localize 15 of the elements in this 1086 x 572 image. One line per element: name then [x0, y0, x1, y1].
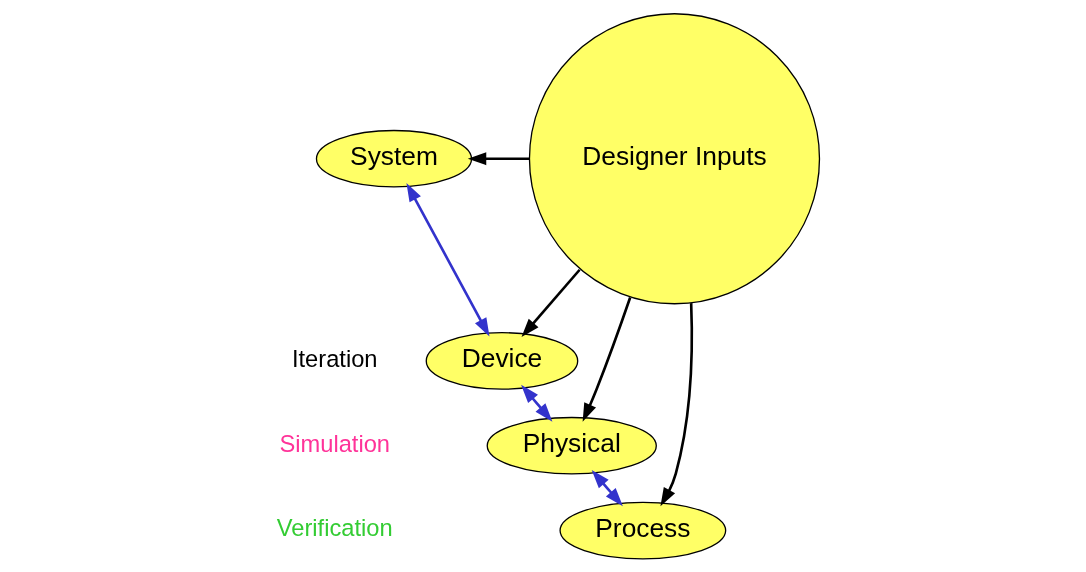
- node-ellipse: Physical: [486, 416, 657, 475]
- arrow: [521, 384, 553, 422]
- arrow: [467, 152, 530, 166]
- label: Iteration: [291, 345, 378, 372]
- node-ellipse: System: [315, 129, 473, 188]
- arrow: [406, 183, 490, 337]
- node-ellipse: Device: [425, 332, 579, 390]
- label: Simulation: [279, 430, 391, 457]
- label: Verification: [276, 515, 393, 542]
- arrow: [582, 297, 632, 422]
- node-circle: Designer Inputs: [528, 13, 821, 305]
- node-ellipse: Process: [559, 501, 727, 560]
- arrow: [660, 303, 694, 507]
- arrow: [591, 470, 623, 507]
- arrow: [521, 268, 581, 337]
